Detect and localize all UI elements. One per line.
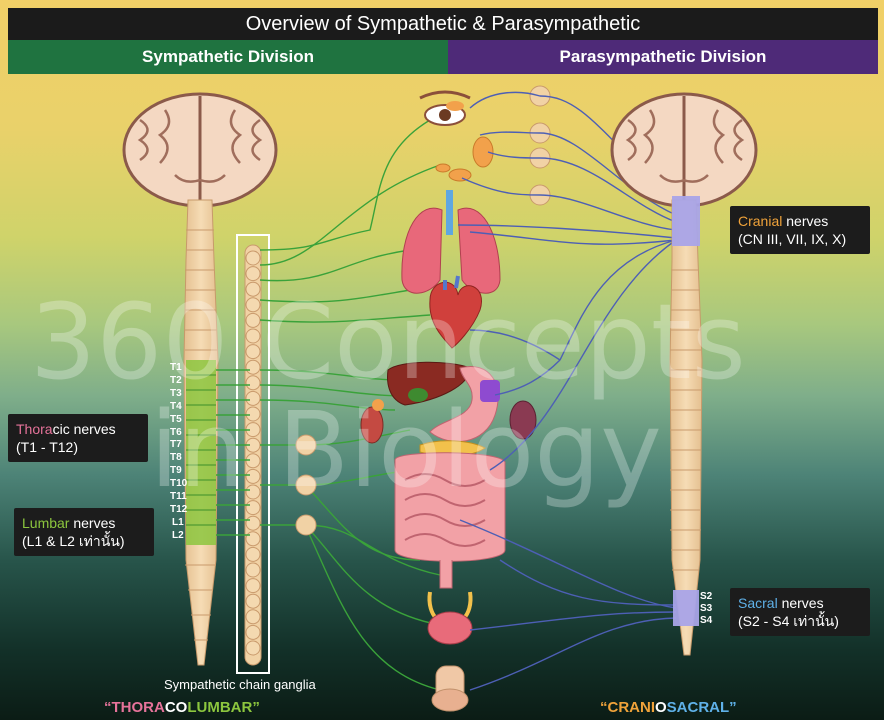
thoracic-prefix: Thora: [16, 421, 53, 437]
reproductive-organ: [432, 666, 468, 711]
cranial-range: (CN III, VII, IX, X): [738, 231, 846, 247]
segment-t7: T7: [170, 439, 182, 451]
chain-ganglion: [246, 547, 260, 561]
chain-ganglion: [246, 251, 260, 265]
thoracic-nerves-box: Thoracic nerves (T1 - T12): [8, 414, 148, 462]
lumbar-prefix: Lumbar: [22, 515, 69, 531]
chain-ganglion: [246, 579, 260, 593]
craniosacral-part-2: O: [655, 699, 667, 716]
thoracolumbar-tag: “THORACOLUMBAR”: [104, 699, 260, 716]
segment-t9: T9: [170, 465, 182, 477]
segment-l1: L1: [172, 517, 184, 529]
chain-ganglion: [246, 563, 260, 577]
sacral-range: (S2 - S4 เท่านั้น): [738, 613, 839, 629]
thoracic-suffix: cic nerves: [53, 421, 116, 437]
craniosacral-part-3: SACRAL”: [667, 699, 737, 716]
segment-t11: T11: [170, 491, 187, 503]
segment-t2: T2: [170, 375, 182, 387]
thoracic-range: (T1 - T12): [16, 439, 78, 455]
chain-ganglion: [246, 625, 260, 639]
segment-l2: L2: [172, 530, 184, 542]
chain-ganglion: [246, 532, 260, 546]
lumbar-suffix: nerves: [69, 515, 115, 531]
craniosacral-part-1: “CRANI: [600, 699, 655, 716]
sacral-suffix: nerves: [778, 595, 824, 611]
cranial-prefix: Cranial: [738, 213, 782, 229]
segment-t6: T6: [170, 427, 182, 439]
thoracolumbar-part-2: CO: [165, 699, 188, 716]
cranial-nerves-box: Cranial nerves (CN III, VII, IX, X): [730, 206, 870, 254]
lungs: [402, 190, 500, 293]
right-brain: [612, 94, 756, 206]
segment-t5: T5: [170, 414, 182, 426]
segment-t3: T3: [170, 388, 182, 400]
lumbar-nerves-box: Lumbar nerves (L1 & L2 เท่านั้น): [14, 508, 154, 556]
thoracolumbar-part-1: “THORA: [104, 699, 165, 716]
segment-s3: S3: [700, 603, 712, 615]
chain-ganglion: [246, 594, 260, 608]
craniosacral-tag: “CRANIOSACRAL”: [600, 699, 737, 716]
sacral-nerves-box: Sacral nerves (S2 - S4 เท่านั้น): [730, 588, 870, 636]
chain-ganglion: [246, 267, 260, 281]
sympathetic-chain-caption: Sympathetic chain ganglia: [164, 677, 316, 692]
left-brain: [124, 94, 276, 206]
segment-t1: T1: [170, 362, 182, 374]
eye: [420, 92, 470, 125]
segment-s2: S2: [700, 591, 712, 603]
chain-ganglion: [246, 641, 260, 655]
cranial-ganglia: [530, 86, 550, 205]
salivary-glands: [436, 137, 493, 181]
sacral-prefix: Sacral: [738, 595, 778, 611]
chain-ganglion: [246, 516, 260, 530]
bladder: [428, 592, 472, 644]
right-spinal-cord: [670, 196, 702, 655]
segment-t8: T8: [170, 452, 182, 464]
segment-t10: T10: [170, 478, 187, 490]
segment-t4: T4: [170, 401, 182, 413]
lumbar-range: (L1 & L2 เท่านั้น): [22, 533, 125, 549]
thoracolumbar-part-3: LUMBAR”: [187, 699, 260, 716]
watermark-line-2: in Biology: [150, 398, 662, 502]
segment-s4: S4: [700, 615, 712, 627]
segment-t12: T12: [170, 504, 187, 516]
cranial-suffix: nerves: [782, 213, 828, 229]
watermark-line-1: 360 Concepts: [30, 290, 746, 394]
chain-ganglion: [246, 610, 260, 624]
